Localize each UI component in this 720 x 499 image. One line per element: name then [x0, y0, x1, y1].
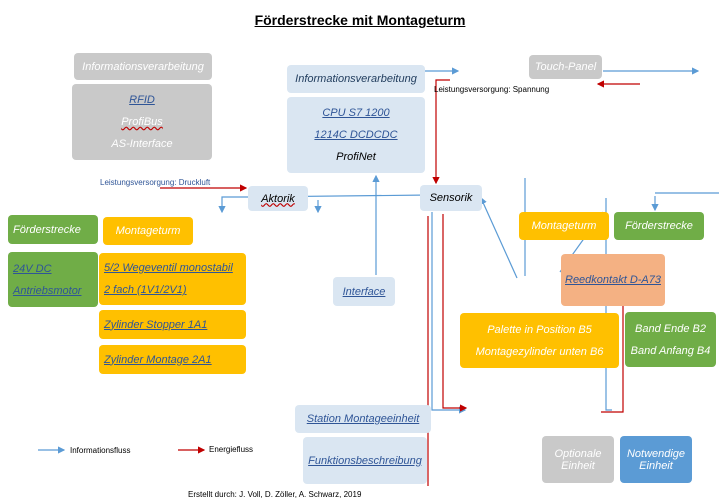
credits: Erstellt durch: J. Voll, D. Zöller, A. S… — [188, 490, 362, 499]
cylinder-sensor-label: Montagezylinder unten B6 — [475, 345, 604, 358]
left-foerderstrecke-header: Förderstrecke — [8, 215, 98, 244]
info-processing-left-box: RFID ProfiBus AS-Interface — [72, 84, 212, 160]
valve-box: 5/2 Wegeventil monostabil 2 fach (1V1/2V… — [99, 253, 246, 305]
24v-dc-link[interactable]: 24V DC — [13, 262, 52, 275]
interface-box: Interface — [333, 277, 395, 306]
function-description-link[interactable]: Funktionsbeschreibung — [308, 454, 422, 467]
right-foerderstrecke-header: Förderstrecke — [614, 212, 704, 240]
energy-arrow — [442, 214, 468, 412]
right-montageturm-box: Palette in Position B5 Montagezylinder u… — [460, 313, 619, 368]
aktorik-label: Aktorik — [261, 192, 295, 205]
left-foerderstrecke-box: 24V DC Antriebsmotor — [8, 252, 98, 307]
palette-sensor-label: Palette in Position B5 — [487, 323, 592, 336]
voltage-supply-note: Leistungsversorgung: Spannung — [434, 85, 550, 94]
aktorik-box: Aktorik — [248, 186, 308, 211]
profibus-label: ProfiBus — [121, 116, 163, 128]
info-arrow — [480, 196, 518, 279]
rfid-link[interactable]: RFID — [129, 94, 155, 106]
energy-arrow — [432, 79, 450, 185]
station-box: Station Montageeinheit — [295, 405, 431, 433]
info-arrow — [431, 212, 467, 414]
profinet-label: ProfiNet — [336, 151, 376, 163]
info-processing-left-header: Informationsverarbeitung — [74, 53, 212, 80]
info-processing-center-box: CPU S7 1200 1214C DCDCDC ProfiNet — [287, 97, 425, 173]
valve-link-1[interactable]: 5/2 Wegeventil monostabil — [104, 262, 233, 274]
legend-energy-label: Energiefluss — [209, 445, 254, 454]
band-end-label: Band Ende B2 — [635, 322, 706, 335]
right-montageturm-header: Montageturm — [519, 212, 609, 240]
sensorik-box: Sensorik — [420, 185, 482, 211]
cpu-model-link[interactable]: 1214C DCDCDC — [314, 129, 398, 141]
legend-optional-box: Optionale Einheit — [542, 436, 614, 483]
info-processing-center-header: Informationsverarbeitung — [287, 65, 425, 93]
reed-contact-link[interactable]: Reedkontakt D-A73 — [565, 274, 661, 286]
valve-link-2[interactable]: 2 fach (1V1/2V1) — [104, 284, 187, 296]
montage-cylinder-box: Zylinder Montage 2A1 — [99, 345, 246, 374]
function-description-box: Funktionsbeschreibung — [303, 437, 427, 484]
legend-info-label: Informationsfluss — [70, 446, 131, 455]
band-start-label: Band Anfang B4 — [630, 344, 711, 357]
reed-contact-box: Reedkontakt D-A73 — [561, 254, 665, 306]
info-arrow — [218, 194, 431, 214]
energy-arrow — [601, 268, 627, 413]
interface-link[interactable]: Interface — [342, 285, 386, 298]
as-interface-label: AS-Interface — [111, 138, 173, 150]
right-foerderstrecke-box: Band Ende B2 Band Anfang B4 — [625, 312, 716, 367]
stopper-cylinder-box: Zylinder Stopper 1A1 — [99, 310, 246, 339]
left-montageturm-header: Montageturm — [103, 217, 193, 245]
cpu-link[interactable]: CPU S7 1200 — [322, 107, 390, 119]
station-link[interactable]: Station Montageeinheit — [306, 413, 420, 425]
legend-required-box: Notwendige Einheit — [620, 436, 692, 483]
touch-panel: Touch-Panel — [529, 55, 602, 79]
montage-cylinder-link[interactable]: Zylinder Montage 2A1 — [104, 353, 212, 366]
air-supply-note: Leistungsversorgung: Druckluft — [100, 178, 211, 187]
drive-motor-link[interactable]: Antriebsmotor — [13, 284, 82, 297]
diagram-title: Förderstrecke mit Montageturm — [254, 12, 466, 28]
stopper-cylinder-link[interactable]: Zylinder Stopper 1A1 — [104, 318, 208, 331]
